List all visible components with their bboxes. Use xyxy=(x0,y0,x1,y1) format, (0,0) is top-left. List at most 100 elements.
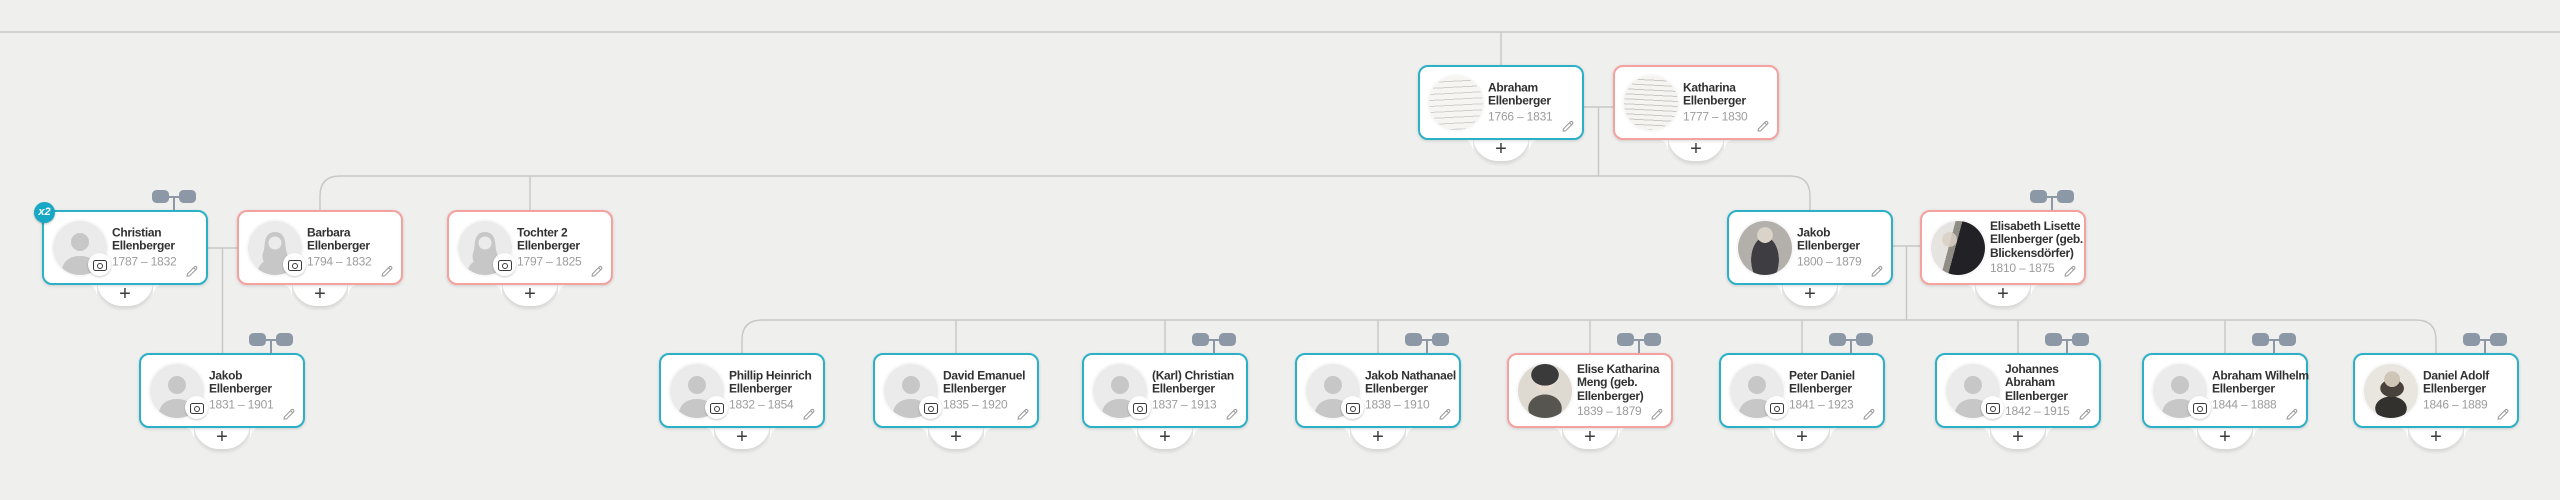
profile-photo[interactable] xyxy=(1518,364,1572,418)
couple-icon-left xyxy=(2045,333,2062,346)
person-card-jakob1831[interactable]: Jakob Ellenberger 1831 – 1901 xyxy=(139,353,305,428)
add-relative-button[interactable]: + xyxy=(1658,136,1734,161)
add-relative-button[interactable]: + xyxy=(492,281,568,306)
edit-pencil-icon[interactable] xyxy=(379,264,394,279)
profile-photo[interactable] xyxy=(1429,76,1483,130)
person-name: Katharina Ellenberger xyxy=(1683,80,1746,108)
person-card-johannes[interactable]: Johannes Abraham Ellenberger 1842 – 1915 xyxy=(1935,353,2101,428)
edit-pencil-icon[interactable] xyxy=(184,264,199,279)
person-info: Christian Ellenberger 1787 – 1832 xyxy=(112,225,209,269)
add-photo-camera-icon[interactable] xyxy=(185,396,208,419)
edit-pencil-icon[interactable] xyxy=(1560,119,1575,134)
person-card-christian[interactable]: Christian Ellenberger 1787 – 1832 xyxy=(42,210,208,285)
plus-icon: + xyxy=(524,283,536,305)
add-photo-camera-icon[interactable] xyxy=(1765,396,1788,419)
person-info: Tochter 2 Ellenberger 1797 – 1825 xyxy=(517,225,614,269)
person-card-katharina[interactable]: Katharina Ellenberger 1777 – 1830 xyxy=(1613,65,1779,140)
add-relative-button[interactable]: + xyxy=(1340,424,1416,449)
couple-icon-left xyxy=(249,333,266,346)
person-info: Abraham Wilhelm Ellenberger 1844 – 1888 xyxy=(2212,368,2309,412)
add-relative-button[interactable]: + xyxy=(2398,424,2474,449)
person-card-david[interactable]: David Emanuel Ellenberger 1835 – 1920 xyxy=(873,353,1039,428)
edit-pencil-icon[interactable] xyxy=(2062,264,2077,279)
add-relative-button[interactable]: + xyxy=(1772,281,1848,306)
person-info: Johannes Abraham Ellenberger 1842 – 1915 xyxy=(2005,362,2102,419)
add-relative-button[interactable]: + xyxy=(1965,281,2041,306)
profile-photo[interactable] xyxy=(1931,221,1985,275)
add-photo-camera-icon[interactable] xyxy=(88,253,111,276)
add-photo-camera-icon[interactable] xyxy=(1341,396,1364,419)
add-relative-button[interactable]: + xyxy=(918,424,994,449)
person-node-johannes: + Johannes Abraham Ellenberger 1842 – 19… xyxy=(1935,333,2101,449)
couple-icon[interactable] xyxy=(1829,333,1873,353)
add-relative-button[interactable]: + xyxy=(1764,424,1840,449)
person-card-karl[interactable]: (Karl) Christian Ellenberger 1837 – 1913 xyxy=(1082,353,1248,428)
couple-icon[interactable] xyxy=(1192,333,1236,353)
person-info: Elise Katharina Meng (geb. Ellenberger) … xyxy=(1577,362,1674,419)
profile-photo[interactable] xyxy=(2364,364,2418,418)
profile-photo[interactable] xyxy=(1624,76,1678,130)
add-relative-button[interactable]: + xyxy=(1127,424,1203,449)
edit-pencil-icon[interactable] xyxy=(1437,407,1452,422)
add-relative-button[interactable]: + xyxy=(282,281,358,306)
edit-pencil-icon[interactable] xyxy=(1755,119,1770,134)
couple-icon[interactable] xyxy=(2045,333,2089,353)
add-photo-camera-icon[interactable] xyxy=(1981,396,2004,419)
edit-pencil-icon[interactable] xyxy=(1861,407,1876,422)
duplicate-count-badge[interactable]: x2 xyxy=(34,202,55,223)
profile-photo[interactable] xyxy=(1738,221,1792,275)
couple-icon[interactable] xyxy=(2463,333,2507,353)
edit-pencil-icon[interactable] xyxy=(2284,407,2299,422)
couple-icon-right xyxy=(179,190,196,203)
person-card-jakob1800[interactable]: Jakob Ellenberger 1800 – 1879 xyxy=(1727,210,1893,285)
person-info: Jakob Ellenberger 1800 – 1879 xyxy=(1797,225,1894,269)
person-node-tochter2: + Tochter 2 Ellenberger 1797 – 1825 xyxy=(447,210,613,306)
add-relative-button[interactable]: + xyxy=(1463,136,1539,161)
couple-icon[interactable] xyxy=(2252,333,2296,353)
edit-pencil-icon[interactable] xyxy=(1649,407,1664,422)
couple-icon[interactable] xyxy=(2030,190,2074,210)
edit-pencil-icon[interactable] xyxy=(1224,407,1239,422)
couple-icon[interactable] xyxy=(152,190,196,210)
person-card-elisabeth[interactable]: Elisabeth Lisette Ellenberger (geb. Blic… xyxy=(1920,210,2086,285)
add-relative-button[interactable]: + xyxy=(87,281,163,306)
person-card-daniel[interactable]: Daniel Adolf Ellenberger 1846 – 1889 xyxy=(2353,353,2519,428)
couple-icon-left xyxy=(1617,333,1634,346)
edit-pencil-icon[interactable] xyxy=(589,264,604,279)
couple-icon[interactable] xyxy=(1617,333,1661,353)
person-info: Peter Daniel Ellenberger 1841 – 1923 xyxy=(1789,368,1886,412)
person-card-barbara[interactable]: Barbara Ellenberger 1794 – 1832 xyxy=(237,210,403,285)
couple-icon[interactable] xyxy=(249,333,293,353)
edit-pencil-icon[interactable] xyxy=(2495,407,2510,422)
person-card-abrahamw[interactable]: Abraham Wilhelm Ellenberger 1844 – 1888 xyxy=(2142,353,2309,428)
add-relative-button[interactable]: + xyxy=(1980,424,2056,449)
add-photo-camera-icon[interactable] xyxy=(283,253,306,276)
plus-icon: + xyxy=(216,426,228,448)
add-relative-button[interactable]: + xyxy=(704,424,780,449)
edit-pencil-icon[interactable] xyxy=(1869,264,1884,279)
edit-pencil-icon[interactable] xyxy=(801,407,816,422)
person-card-phillip[interactable]: Phillip Heinrich Ellenberger 1832 – 1854 xyxy=(659,353,825,428)
add-photo-camera-icon[interactable] xyxy=(493,253,516,276)
add-relative-button[interactable]: + xyxy=(1552,424,1628,449)
person-name: Jakob Nathanael Ellenberger xyxy=(1365,368,1456,396)
add-photo-camera-icon[interactable] xyxy=(2188,396,2211,419)
person-card-elise[interactable]: Elise Katharina Meng (geb. Ellenberger) … xyxy=(1507,353,1673,428)
edit-pencil-icon[interactable] xyxy=(281,407,296,422)
person-card-abraham[interactable]: Abraham Ellenberger 1766 – 1831 xyxy=(1418,65,1584,140)
add-relative-button[interactable]: + xyxy=(2187,424,2263,449)
person-lifespan: 1797 – 1825 xyxy=(517,254,582,268)
person-card-tochter2[interactable]: Tochter 2 Ellenberger 1797 – 1825 xyxy=(447,210,613,285)
edit-pencil-icon[interactable] xyxy=(2077,407,2092,422)
add-photo-camera-icon[interactable] xyxy=(705,396,728,419)
edit-pencil-icon[interactable] xyxy=(1015,407,1030,422)
person-card-jakobn[interactable]: Jakob Nathanael Ellenberger 1838 – 1910 xyxy=(1295,353,1461,428)
add-relative-button[interactable]: + xyxy=(184,424,260,449)
couple-icon[interactable] xyxy=(1405,333,1449,353)
person-card-peter[interactable]: Peter Daniel Ellenberger 1841 – 1923 xyxy=(1719,353,1885,428)
person-node-elise: + Elise Katharina Meng (geb. Ellenberger… xyxy=(1507,333,1673,449)
add-photo-camera-icon[interactable] xyxy=(1128,396,1151,419)
add-photo-camera-icon[interactable] xyxy=(919,396,942,419)
person-lifespan: 1787 – 1832 xyxy=(112,254,177,268)
person-info: David Emanuel Ellenberger 1835 – 1920 xyxy=(943,368,1040,412)
